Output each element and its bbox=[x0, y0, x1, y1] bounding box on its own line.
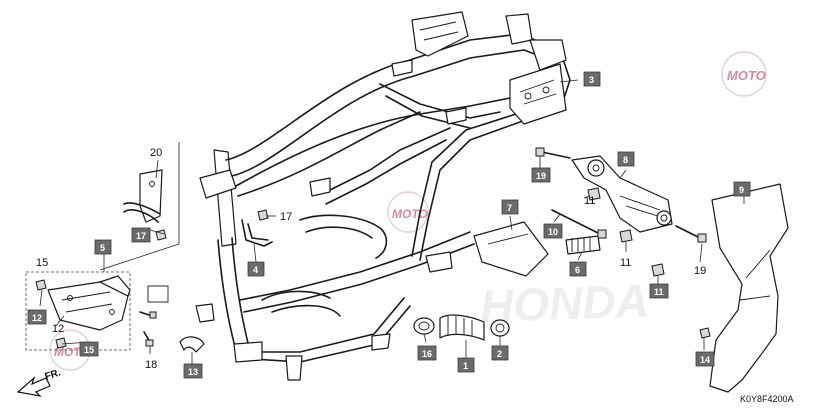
svg-text:13: 13 bbox=[188, 367, 198, 377]
svg-text:12: 12 bbox=[32, 313, 42, 323]
callout-12[interactable]: 12 bbox=[27, 309, 47, 325]
svg-text:20: 20 bbox=[150, 147, 162, 159]
svg-text:17: 17 bbox=[280, 211, 292, 223]
callout-3[interactable]: 3 bbox=[583, 71, 601, 87]
svg-text:16: 16 bbox=[422, 349, 432, 359]
callout-17[interactable]: 17 bbox=[131, 227, 151, 243]
svg-text:9: 9 bbox=[739, 185, 744, 195]
part-7-cover-drawing bbox=[473, 221, 549, 277]
part-4-stay-drawing bbox=[241, 219, 273, 247]
part-2-clamp-drawing bbox=[490, 319, 510, 337]
svg-text:11: 11 bbox=[620, 257, 631, 269]
svg-text:15: 15 bbox=[36, 257, 48, 269]
callout-17-plain: 17 bbox=[280, 211, 292, 223]
part-14-clip-drawing bbox=[699, 327, 711, 339]
part-11-nut-drawing bbox=[587, 187, 665, 277]
callout-16[interactable]: 16 bbox=[417, 345, 437, 361]
svg-text:1: 1 bbox=[463, 361, 468, 371]
svg-text:FR.: FR. bbox=[44, 367, 63, 383]
part-9-undercover-drawing bbox=[709, 183, 789, 393]
svg-text:5: 5 bbox=[100, 243, 105, 253]
svg-text:15: 15 bbox=[84, 345, 94, 355]
svg-text:12: 12 bbox=[52, 323, 64, 335]
svg-text:6: 6 bbox=[575, 265, 580, 275]
callout-11-plain-a: 11 bbox=[584, 195, 595, 207]
callout-11-plain-b: 11 bbox=[620, 257, 631, 269]
svg-text:19: 19 bbox=[536, 171, 546, 181]
callout-1[interactable]: 1 bbox=[457, 357, 475, 373]
svg-text:18: 18 bbox=[145, 359, 157, 371]
callout-14[interactable]: 14 bbox=[695, 351, 715, 367]
main-frame-drawing bbox=[195, 11, 571, 381]
svg-text:7: 7 bbox=[507, 203, 512, 213]
diagram-code: K0Y8F4200A bbox=[740, 394, 794, 404]
svg-text:MOTO: MOTO bbox=[392, 207, 428, 221]
callout-19[interactable]: 19 bbox=[531, 167, 551, 183]
part-1-tube-drawing bbox=[439, 314, 485, 341]
part-16-clamp-drawing bbox=[413, 317, 435, 335]
callout-18-plain: 18 bbox=[145, 359, 157, 371]
svg-text:17: 17 bbox=[136, 231, 146, 241]
part-13-clip-drawing bbox=[179, 336, 205, 353]
part-17-nut-drawing bbox=[155, 209, 269, 241]
part-8-hanger-drawing bbox=[571, 155, 673, 233]
svg-text:8: 8 bbox=[623, 155, 628, 165]
callout-7[interactable]: 7 bbox=[501, 199, 519, 215]
front-direction-arrow: FR. bbox=[16, 367, 63, 397]
reference-box bbox=[147, 285, 169, 303]
part-6-rubber-drawing bbox=[565, 235, 601, 255]
svg-text:4: 4 bbox=[253, 265, 258, 275]
callout-8[interactable]: 8 bbox=[617, 151, 635, 167]
svg-text:MOTO: MOTO bbox=[727, 68, 766, 83]
part-5-bracket-assembly-drawing bbox=[35, 275, 157, 349]
callout-13[interactable]: 13 bbox=[183, 363, 203, 379]
callout-4[interactable]: 4 bbox=[247, 261, 265, 277]
callout-15-plain: 15 bbox=[36, 257, 48, 269]
callout-6[interactable]: 6 bbox=[569, 261, 587, 277]
callout-15[interactable]: 15 bbox=[79, 341, 99, 357]
leader-lines bbox=[25, 79, 745, 368]
moto-logo: MOTO bbox=[387, 191, 429, 233]
svg-text:14: 14 bbox=[700, 355, 710, 365]
svg-text:11: 11 bbox=[584, 195, 595, 207]
callout-5[interactable]: 5 bbox=[94, 239, 112, 255]
svg-text:11: 11 bbox=[654, 287, 664, 297]
callout-2[interactable]: 2 bbox=[491, 345, 509, 361]
svg-text:19: 19 bbox=[694, 265, 706, 277]
callout-9[interactable]: 9 bbox=[733, 181, 751, 197]
svg-text:10: 10 bbox=[548, 227, 558, 237]
honda-watermark: HONDA bbox=[479, 274, 649, 332]
callout-19-plain: 19 bbox=[694, 265, 706, 277]
callout-10[interactable]: 10 bbox=[543, 223, 563, 239]
callout-11[interactable]: 11 bbox=[649, 283, 669, 299]
callout-20: 20 bbox=[150, 147, 162, 159]
callout-12-plain: 12 bbox=[52, 323, 64, 335]
svg-text:2: 2 bbox=[497, 349, 502, 359]
part-20-bracket-drawing bbox=[123, 169, 163, 223]
svg-text:3: 3 bbox=[589, 75, 594, 85]
moto-logo: MOTO bbox=[721, 51, 767, 97]
